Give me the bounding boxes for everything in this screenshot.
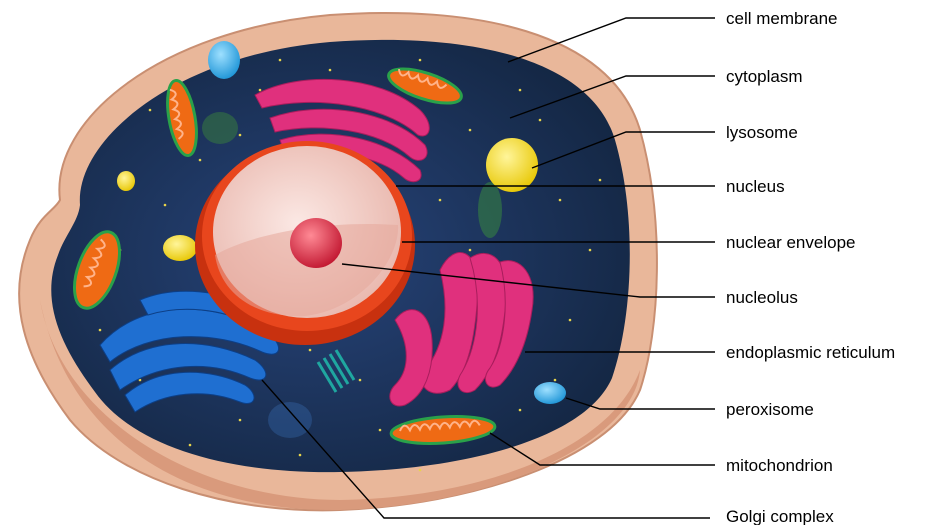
peroxisome-shape	[534, 382, 566, 404]
vesicle	[202, 112, 238, 144]
vesicle	[268, 402, 312, 438]
label-cell-membrane: cell membrane	[726, 9, 838, 28]
peroxisome-small	[208, 41, 240, 79]
lysosome-shape	[486, 138, 538, 192]
labels: cell membrane cytoplasm lysosome nucleus…	[726, 9, 895, 525]
label-nuclear-envelope: nuclear envelope	[726, 233, 855, 252]
label-lysosome: lysosome	[726, 123, 798, 142]
lysosome-small	[117, 171, 135, 191]
label-endoplasmic-reticulum: endoplasmic reticulum	[726, 343, 895, 362]
nucleolus-shape	[290, 218, 342, 268]
label-nucleolus: nucleolus	[726, 288, 798, 307]
label-nucleus: nucleus	[726, 177, 785, 196]
lysosome-small	[163, 235, 197, 261]
vesicle	[478, 182, 502, 238]
label-cytoplasm: cytoplasm	[726, 67, 803, 86]
label-golgi-complex: Golgi complex	[726, 507, 834, 525]
label-peroxisome: peroxisome	[726, 400, 814, 419]
label-mitochondrion: mitochondrion	[726, 456, 833, 475]
